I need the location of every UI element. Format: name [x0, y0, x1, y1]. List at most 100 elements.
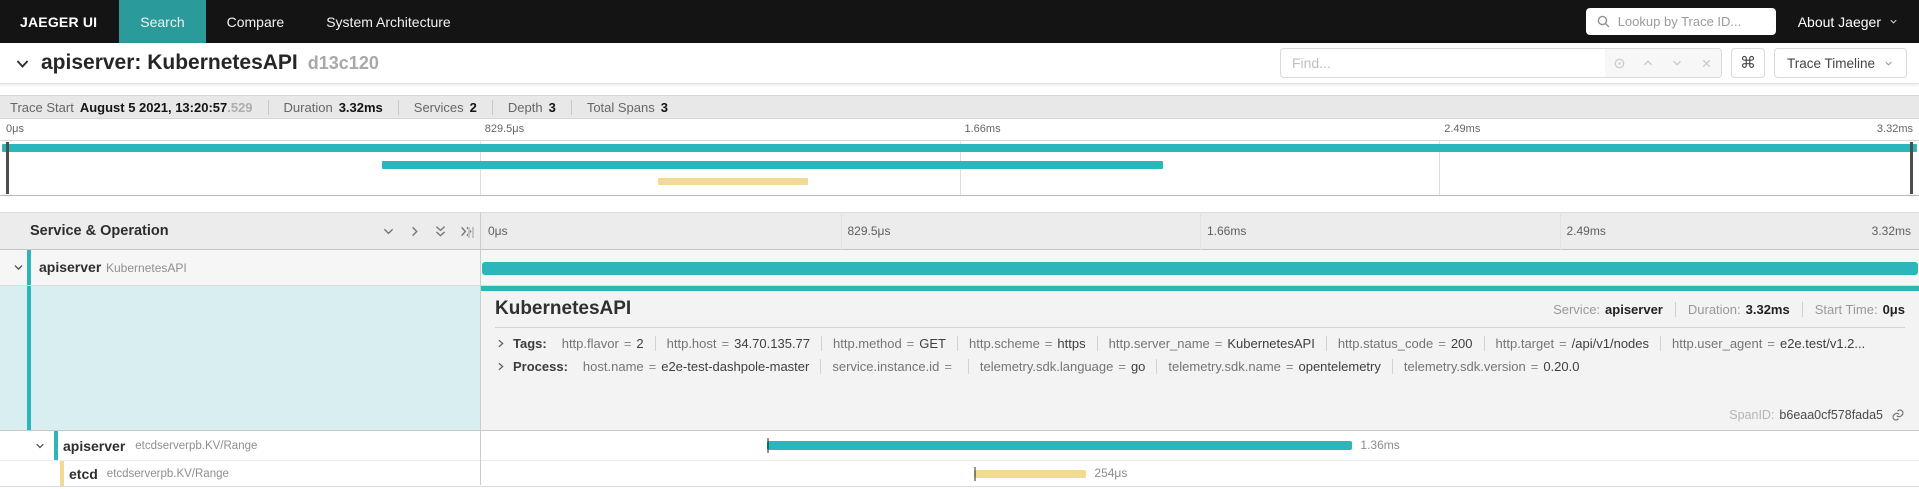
span-start-tick — [974, 467, 977, 481]
summary-item: Services 2 — [397, 99, 477, 115]
summary-value-suffix: .529 — [227, 99, 253, 115]
minimap-right-scrubber[interactable] — [1910, 142, 1913, 194]
process-value: go — [1130, 359, 1146, 374]
tag-key-value: http.server_name = KubernetesAPI — [1096, 336, 1326, 351]
service-color-accent — [27, 250, 31, 285]
equals-sign: = — [1285, 359, 1294, 374]
service-color-accent — [27, 286, 31, 430]
process-row[interactable]: Process: host.name = e2e-test-dashpole-m… — [495, 359, 1905, 374]
tag-key: http.scheme — [969, 336, 1040, 351]
minimap-tick: 0μs — [6, 123, 24, 135]
timeline-ruler: 0μs 829.5μs 1.66ms 2.49ms 3.32ms — [481, 213, 1919, 251]
process-key: telemetry.sdk.name — [1168, 359, 1281, 374]
meta-label: Start Time: — [1814, 302, 1878, 317]
brand-jaeger-ui[interactable]: JAEGER UI — [20, 13, 98, 30]
collapse-trace-chevron-icon[interactable] — [14, 55, 31, 72]
expand-one-chevron-right-icon[interactable] — [407, 224, 422, 239]
equals-sign: = — [1118, 359, 1126, 374]
minimap-left-scrubber[interactable] — [6, 142, 9, 194]
collapse-all-double-chevron-down-icon[interactable] — [433, 224, 448, 239]
row-collapse-chevron-icon[interactable] — [12, 261, 25, 274]
span-row-kubernetesapi[interactable]: apiserver KubernetesAPI — [0, 250, 1919, 286]
service-color-accent — [60, 461, 64, 486]
meta-item: Start Time: 0μs — [1801, 302, 1905, 317]
trace-lookup-input[interactable]: Lookup by Trace ID... — [1585, 8, 1776, 35]
process-value: 0.20.0 — [1543, 359, 1580, 374]
tags-row[interactable]: Tags: http.flavor = 2 http.host = 34.70.… — [495, 336, 1905, 351]
process-key-value: telemetry.sdk.version = 0.20.0 — [1391, 359, 1591, 374]
tag-value: 2 — [636, 336, 644, 351]
chevron-down-icon — [1888, 16, 1899, 27]
summary-item: Total Spans 3 — [570, 99, 668, 115]
clear-search-x-icon[interactable] — [1692, 49, 1721, 77]
expand-chevron-right-icon — [495, 361, 506, 372]
service-color-accent — [54, 431, 58, 460]
trace-view-selector[interactable]: Trace Timeline — [1773, 48, 1907, 78]
span-bar[interactable] — [767, 438, 1353, 453]
span-service-name: apiserver — [39, 259, 102, 275]
search-icon — [1596, 14, 1611, 29]
nav-item[interactable]: Search — [119, 0, 206, 43]
tag-key: http.method — [833, 336, 902, 351]
tag-value: e2e.test/v1.2... — [1779, 336, 1866, 351]
nav-item[interactable]: System Architecture — [326, 13, 451, 30]
span-bar[interactable] — [974, 467, 1087, 481]
selected-span-highlight[interactable] — [0, 286, 481, 431]
meta-item: Duration: 3.32ms — [1674, 302, 1790, 317]
trace-summary-bar: Trace Start August 5 2021, 13:20:57 .529… — [0, 95, 1919, 119]
expand-chevron-right-icon — [495, 338, 506, 349]
span-service-name: apiserver — [63, 437, 126, 454]
column-divider[interactable] — [480, 212, 481, 485]
tag-key: http.target — [1495, 336, 1555, 351]
prev-result-chevron-up-icon[interactable] — [1634, 49, 1663, 77]
process-value: e2e-test-dashpole-master — [661, 359, 810, 374]
tag-key: http.status_code — [1337, 336, 1434, 351]
ruler-tick: 1.66ms — [1207, 224, 1247, 238]
process-key-value: telemetry.sdk.language = go — [967, 359, 1157, 374]
summary-item: Duration 3.32ms — [267, 99, 383, 115]
span-row-apiserver-kv-range[interactable]: apiserver etcdserverpb.KV/Range 1.36ms — [0, 431, 1919, 461]
find-suffix-controls — [1604, 49, 1721, 77]
next-result-chevron-down-icon[interactable] — [1663, 49, 1692, 77]
span-name-cell: etcd etcdserverpb.KV/Range — [0, 461, 481, 486]
find-input[interactable]: Find... — [1279, 48, 1722, 78]
summary-label: Total Spans — [586, 99, 655, 115]
timeline-header-row: Service & Operation — [0, 212, 1919, 250]
process-key-value: service.instance.id = — [820, 359, 968, 374]
tag-value: KubernetesAPI — [1227, 336, 1315, 351]
span-service-name: etcd — [69, 465, 98, 482]
trace-controls: Find... — [1279, 48, 1907, 78]
minimap-tick: 1.66ms — [964, 123, 1001, 135]
trace-id: d13c120 — [307, 52, 379, 73]
keyboard-shortcuts-button[interactable]: ⌘ — [1730, 48, 1765, 78]
meta-value: 3.32ms — [1745, 302, 1790, 317]
equals-sign: = — [1767, 336, 1775, 351]
span-start-tick — [767, 438, 770, 453]
about-jaeger-menu[interactable]: About Jaeger — [1798, 14, 1899, 30]
meta-value: 0μs — [1882, 302, 1905, 317]
tag-value: https — [1057, 336, 1086, 351]
nav-item[interactable]: Compare — [226, 13, 285, 30]
span-detail-meta: Service: apiserver Duration: 3.32ms Star… — [1553, 302, 1905, 317]
ruler-tick: 2.49ms — [1566, 224, 1606, 238]
deep-link-icon[interactable] — [1891, 408, 1905, 422]
summary-value: 3.32ms — [338, 99, 383, 115]
process-label: Process: — [513, 359, 568, 374]
chevron-down-icon — [1883, 58, 1894, 69]
span-operation-name: etcdserverpb.KV/Range — [106, 467, 229, 480]
summary-value: 2 — [469, 99, 477, 115]
span-operation-name: KubernetesAPI — [106, 261, 187, 275]
row-collapse-chevron-icon[interactable] — [34, 440, 46, 452]
span-bar[interactable] — [482, 262, 1918, 275]
collapse-one-chevron-down-icon[interactable] — [381, 224, 396, 239]
span-row-etcd-kv-range[interactable]: etcd etcdserverpb.KV/Range 254μs — [0, 461, 1919, 487]
focus-target-icon[interactable] — [1605, 49, 1634, 77]
process-key: service.instance.id — [832, 359, 940, 374]
tag-key-value: http.host = 34.70.135.77 — [654, 336, 821, 351]
equals-sign: = — [721, 336, 730, 351]
timeline-minimap[interactable] — [0, 140, 1919, 196]
column-resizer-grip[interactable] — [468, 227, 474, 238]
tag-value: /api/v1/nodes — [1571, 336, 1650, 351]
summary-value: 3 — [548, 99, 556, 115]
